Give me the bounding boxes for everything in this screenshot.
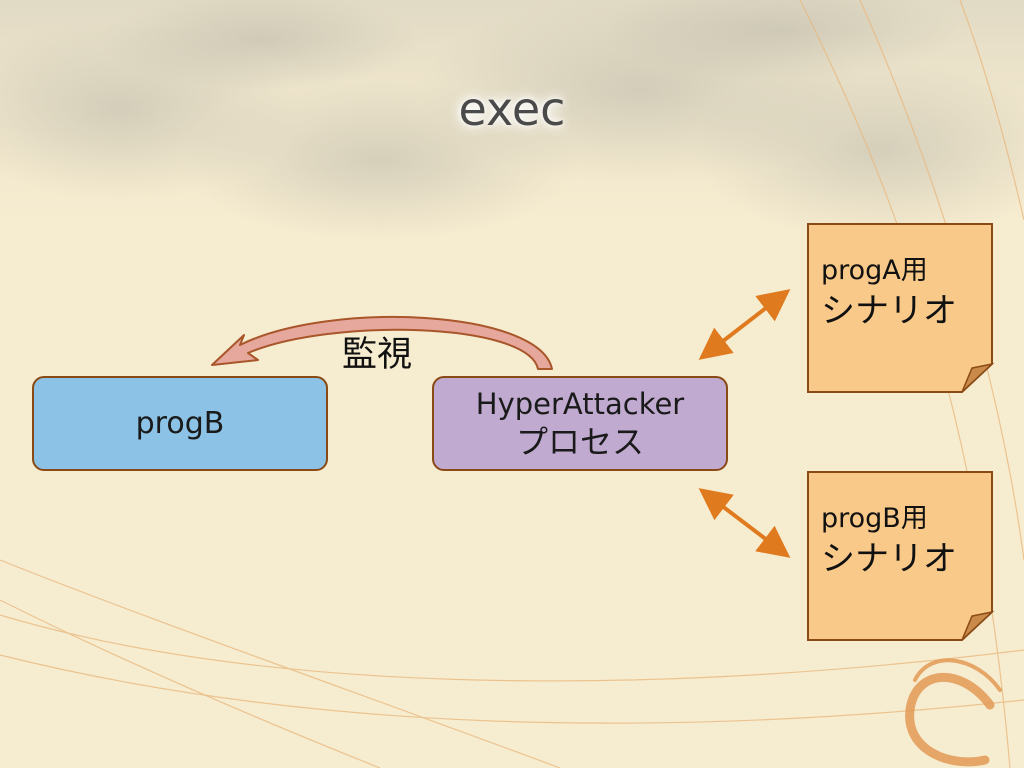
note-proga-text: progA用 シナリオ bbox=[821, 252, 957, 332]
note-progb-text: progB用 シナリオ bbox=[821, 500, 957, 580]
progb-box-label: progB bbox=[135, 406, 225, 441]
note-progb-line2: シナリオ bbox=[821, 539, 957, 579]
note-proga bbox=[807, 223, 995, 393]
note-progb-line1: progB用 bbox=[821, 503, 928, 534]
arrow-hyper-proga bbox=[698, 289, 791, 360]
slide-title: exec bbox=[458, 82, 566, 136]
note-proga-line1: progA用 bbox=[821, 255, 928, 286]
progb-box: progB bbox=[32, 376, 328, 471]
note-proga-line2: シナリオ bbox=[821, 291, 957, 331]
monitor-label: 監視 bbox=[342, 335, 413, 375]
monitor-arrow bbox=[211, 316, 553, 370]
note-progb bbox=[807, 471, 995, 641]
hyperattacker-box-process: プロセス bbox=[515, 422, 644, 461]
hyperattacker-box: HyperAttacker プロセス bbox=[432, 376, 728, 471]
arrow-hyper-progb bbox=[698, 488, 791, 558]
hyperattacker-box-name: HyperAttacker bbox=[475, 386, 685, 421]
